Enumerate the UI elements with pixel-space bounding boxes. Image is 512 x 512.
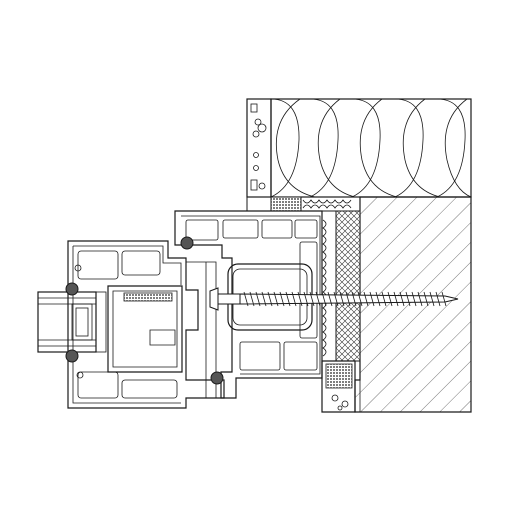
fixing-screw xyxy=(209,287,459,311)
sash-profile xyxy=(67,240,225,409)
screw-thread xyxy=(435,291,441,307)
screw-thread xyxy=(429,291,435,307)
frame-profile xyxy=(174,210,323,399)
screw-thread xyxy=(363,291,369,307)
screw-thread xyxy=(351,291,357,307)
screw-thread xyxy=(333,291,339,307)
screw-thread xyxy=(273,291,279,307)
screw-thread xyxy=(393,291,399,307)
screw-thread xyxy=(423,291,429,307)
screw-thread xyxy=(327,291,333,307)
screw-thread xyxy=(381,291,387,307)
sealing-tape-strip xyxy=(246,196,361,212)
screw-thread xyxy=(441,291,447,307)
screw-thread xyxy=(339,291,345,307)
insulation-batts xyxy=(270,98,472,198)
screw-thread xyxy=(387,291,393,307)
screw-thread xyxy=(279,291,285,307)
masonry-wall xyxy=(354,196,472,413)
screw-thread xyxy=(345,291,351,307)
screw-thread xyxy=(243,291,249,307)
glazing-unit xyxy=(37,291,107,353)
screw-thread xyxy=(321,291,327,307)
corner-bead xyxy=(321,360,356,413)
screw-thread xyxy=(357,291,363,307)
screw-thread xyxy=(249,291,255,307)
screw-thread xyxy=(315,291,321,307)
screw-thread xyxy=(417,291,423,307)
screw-thread xyxy=(399,291,405,307)
screw-thread xyxy=(267,291,273,307)
screw-thread xyxy=(309,291,315,307)
screw-thread xyxy=(285,291,291,307)
screw-thread xyxy=(303,291,309,307)
screw-thread xyxy=(375,291,381,307)
gaskets xyxy=(65,236,224,385)
steel-reinforcement-sash xyxy=(107,285,183,373)
compressed-foam-tape xyxy=(321,210,361,362)
screw-thread xyxy=(411,291,417,307)
screw-thread xyxy=(405,291,411,307)
screw-thread xyxy=(297,291,303,307)
screw-thread xyxy=(255,291,261,307)
plaster-stop-profile xyxy=(246,98,272,198)
screw-thread xyxy=(291,291,297,307)
screw-thread xyxy=(261,291,267,307)
screw-thread xyxy=(369,291,375,307)
